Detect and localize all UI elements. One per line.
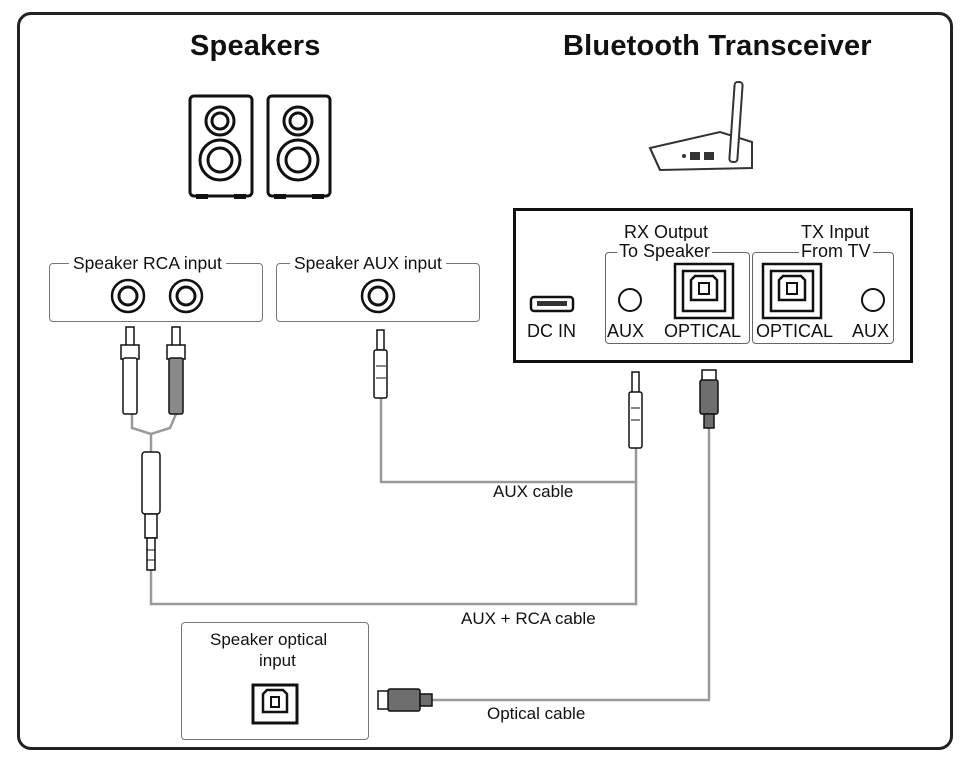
rx-output-label-line2: To Speaker bbox=[617, 241, 713, 262]
tx-aux-port-icon bbox=[861, 288, 885, 312]
speaker-optical-port-icon bbox=[251, 683, 299, 725]
speaker-right-icon bbox=[266, 94, 332, 199]
speaker-rca-input-label: Speaker RCA input bbox=[69, 253, 226, 274]
speaker-aux-jack bbox=[360, 278, 396, 314]
dc-in-label: DC IN bbox=[527, 321, 576, 341]
tx-optical-port-icon bbox=[761, 262, 823, 320]
tx-input-label-line1: TX Input bbox=[801, 222, 870, 242]
rca-plug-red-icon bbox=[166, 326, 186, 415]
optical-cable-label: Optical cable bbox=[487, 704, 586, 723]
transceiver-heading: Bluetooth Transceiver bbox=[563, 30, 872, 62]
speaker-optical-input-label-line2: input bbox=[259, 651, 296, 670]
rca-jack-left bbox=[110, 278, 146, 314]
rx-output-label-line1: RX Output bbox=[624, 222, 709, 242]
optical-plug-speaker-icon bbox=[377, 688, 433, 712]
aux-plug-transceiver-icon bbox=[628, 371, 643, 449]
aux-plug-speaker-icon bbox=[373, 329, 388, 399]
rca-plug-white-icon bbox=[120, 326, 140, 415]
aux-cable-label: AUX cable bbox=[493, 482, 574, 501]
rx-optical-label: OPTICAL bbox=[664, 321, 742, 341]
speaker-left-icon bbox=[188, 94, 254, 199]
dc-in-port-icon bbox=[529, 295, 575, 313]
aux-plug-rca-cable-icon bbox=[141, 451, 161, 571]
tx-optical-label: OPTICAL bbox=[756, 321, 834, 341]
aux-rca-cable-label: AUX + RCA cable bbox=[461, 609, 596, 628]
rca-jack-right bbox=[168, 278, 204, 314]
optical-plug-transceiver-icon bbox=[699, 369, 719, 429]
rx-aux-port-icon bbox=[618, 288, 642, 312]
diagram-frame bbox=[17, 12, 953, 750]
speaker-optical-input-label-line1: Speaker optical bbox=[210, 630, 328, 649]
aux-cable bbox=[379, 398, 638, 484]
speaker-aux-input-label: Speaker AUX input bbox=[290, 253, 446, 274]
bluetooth-transceiver-icon bbox=[648, 81, 753, 172]
speakers-heading: Speakers bbox=[190, 30, 321, 62]
rx-aux-label: AUX bbox=[607, 321, 645, 341]
rx-optical-port-icon bbox=[673, 262, 735, 320]
tx-input-label-line2: From TV bbox=[799, 241, 873, 262]
tx-aux-label: AUX bbox=[852, 321, 890, 341]
aux-rca-cable bbox=[130, 413, 638, 606]
optical-cable bbox=[430, 428, 711, 702]
